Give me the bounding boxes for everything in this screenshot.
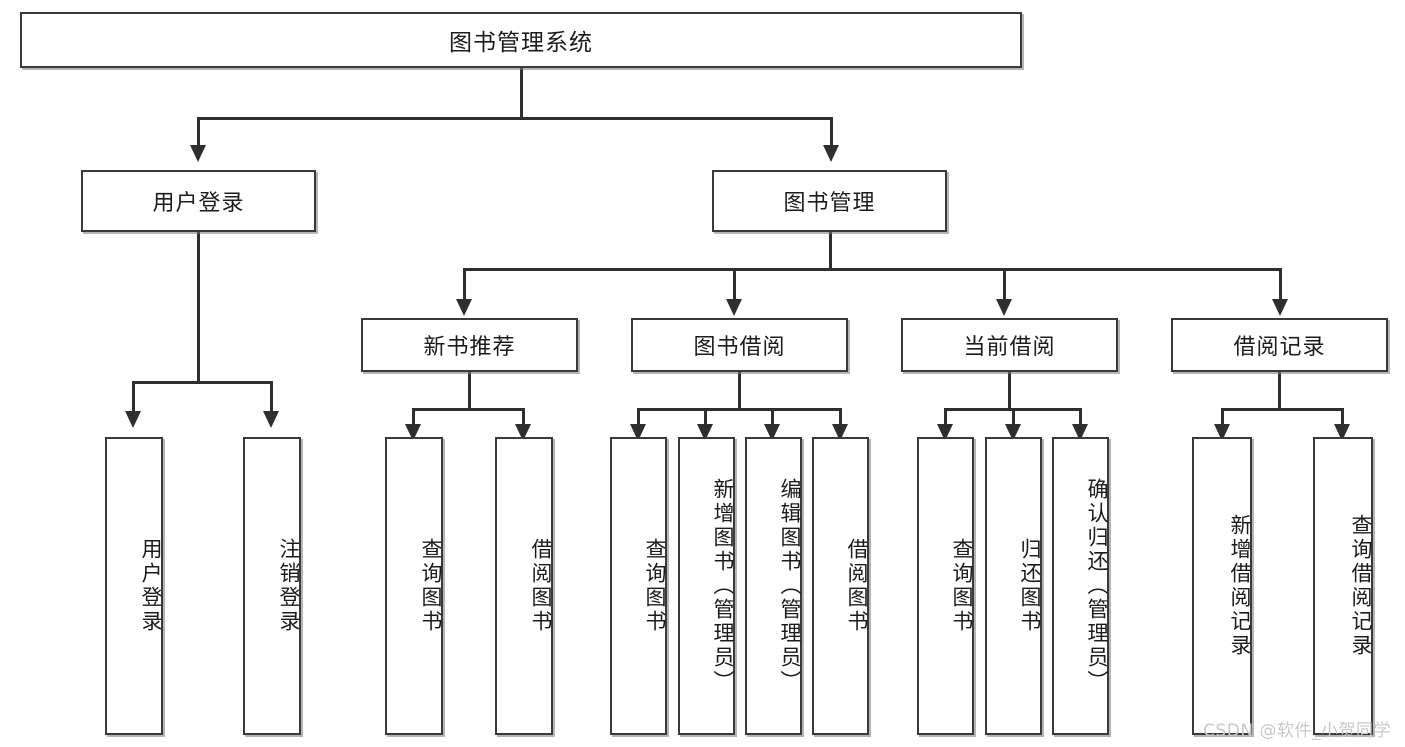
node-new-book-recommend[interactable]: 新书推荐 [361,318,578,372]
arrow-leaf-add-book [697,424,713,441]
arrow-to-new-book-rec [456,299,472,316]
csdn-watermark: CSDN @软件_小贺同学 [1203,721,1391,741]
node-leaf-logout-login[interactable]: 注销登录 [243,437,301,735]
node-leaf-user-login[interactable]: 用户登录 [105,437,163,735]
node-label: 图书管理 [783,191,876,216]
arrow-to-borrow-record [1272,299,1288,316]
node-leaf-query-borrow-record[interactable]: 查询借阅记录 [1313,437,1373,735]
arrow-to-book-borrow [726,299,742,316]
connector-current-borrow-stem [1008,372,1011,409]
connector-book-manage-stem [829,232,832,269]
connector-new-book-bus [412,408,525,411]
node-user-login[interactable]: 用户登录 [81,170,316,232]
node-leaf-confirm-return-admin[interactable]: 确认归还（管理员） [1052,437,1109,735]
node-leaf-add-book-admin[interactable]: 新增图书（管理员） [678,437,735,735]
node-borrow-record[interactable]: 借阅记录 [1171,318,1388,372]
arrow-leaf-add-record [1214,424,1230,441]
node-leaf-query-book-new-rec[interactable]: 查询图书 [385,437,443,735]
connector-book-borrow-bus [637,408,841,411]
node-label: 图书借阅 [693,335,786,360]
node-label: 图书管理系统 [449,30,593,56]
node-leaf-edit-book-admin[interactable]: 编辑图书（管理员） [745,437,802,735]
connector-level2-bus [197,117,833,120]
connector-borrow-record-stem [1278,372,1281,409]
connector-level3-bus [463,268,1281,271]
arrow-to-current-borrow [996,299,1012,316]
connector-book-borrow-drop-1 [637,408,640,430]
connector-current-borrow-drop-1 [944,408,947,430]
node-label: 确认归还（管理员） [1085,478,1109,694]
connector-level3-drop-1 [463,268,466,300]
node-label: 新增图书（管理员） [711,478,735,694]
node-leaf-add-borrow-record[interactable]: 新增借阅记录 [1192,437,1252,735]
arrow-leaf-query-record [1334,424,1350,441]
arrow-leaf-borrow-book-2 [832,424,848,441]
node-label: 查询图书 [419,538,443,634]
node-label: 借阅图书 [845,538,869,634]
connector-current-borrow-drop-3 [1079,408,1082,430]
node-root-book-management-system[interactable]: 图书管理系统 [20,12,1022,68]
node-label: 新增借阅记录 [1228,514,1252,658]
node-current-borrow[interactable]: 当前借阅 [901,318,1118,372]
connector-borrow-record-drop-2 [1341,408,1344,430]
connector-book-borrow-stem [738,372,741,409]
node-leaf-borrow-book-borrow[interactable]: 借阅图书 [812,437,869,735]
node-label: 当前借阅 [963,335,1056,360]
node-label: 注销登录 [277,538,301,634]
node-label: 用户登录 [139,538,163,634]
node-leaf-query-book-current[interactable]: 查询图书 [917,437,974,735]
arrow-leaf-user-login [125,411,141,428]
arrow-to-book-manage [823,145,839,162]
arrow-leaf-logout [263,411,279,428]
connector-new-book-drop-1 [412,408,415,430]
node-label: 编辑图书（管理员） [778,478,802,694]
connector-user-login-drop-2 [270,381,273,411]
node-leaf-return-book[interactable]: 归还图书 [985,437,1042,735]
connector-to-user-login [197,117,200,147]
connector-new-book-stem [468,372,471,409]
connector-level3-drop-3 [1003,268,1006,300]
arrow-leaf-query-book-3 [937,424,953,441]
node-book-borrow[interactable]: 图书借阅 [631,318,848,372]
connector-borrow-record-drop-1 [1221,408,1224,430]
node-label: 借阅记录 [1233,335,1326,360]
arrow-leaf-edit-book [764,424,780,441]
node-label: 用户登录 [152,191,245,216]
connector-user-login-stem [197,232,200,382]
connector-new-book-drop-2 [522,408,525,430]
arrow-leaf-query-book-1 [405,424,421,441]
node-label: 查询借阅记录 [1349,514,1373,658]
node-label: 归还图书 [1018,538,1042,634]
connector-level3-drop-2 [733,268,736,300]
connector-current-borrow-drop-2 [1012,408,1015,430]
connector-borrow-record-bus [1221,408,1343,411]
arrow-leaf-confirm-return [1072,424,1088,441]
node-label: 查询图书 [950,538,974,634]
arrow-leaf-borrow-book-1 [515,424,531,441]
connector-user-login-drop-1 [132,381,135,411]
connector-user-login-bus [132,381,272,384]
connector-level3-drop-4 [1279,268,1282,300]
connector-book-borrow-drop-4 [839,408,842,430]
connector-book-borrow-drop-2 [704,408,707,430]
node-label: 查询图书 [643,538,667,634]
node-label: 新书推荐 [423,335,516,360]
node-leaf-borrow-book-new-rec[interactable]: 借阅图书 [495,437,553,735]
connector-book-borrow-drop-3 [771,408,774,430]
arrow-leaf-return-book [1005,424,1021,441]
node-label: 借阅图书 [529,538,553,634]
node-leaf-query-book-borrow[interactable]: 查询图书 [610,437,667,735]
node-book-management[interactable]: 图书管理 [712,170,947,232]
arrow-leaf-query-book-2 [630,424,646,441]
connector-root-trunk [520,68,523,118]
connector-to-book-manage [830,117,833,147]
arrow-to-user-login [190,145,206,162]
